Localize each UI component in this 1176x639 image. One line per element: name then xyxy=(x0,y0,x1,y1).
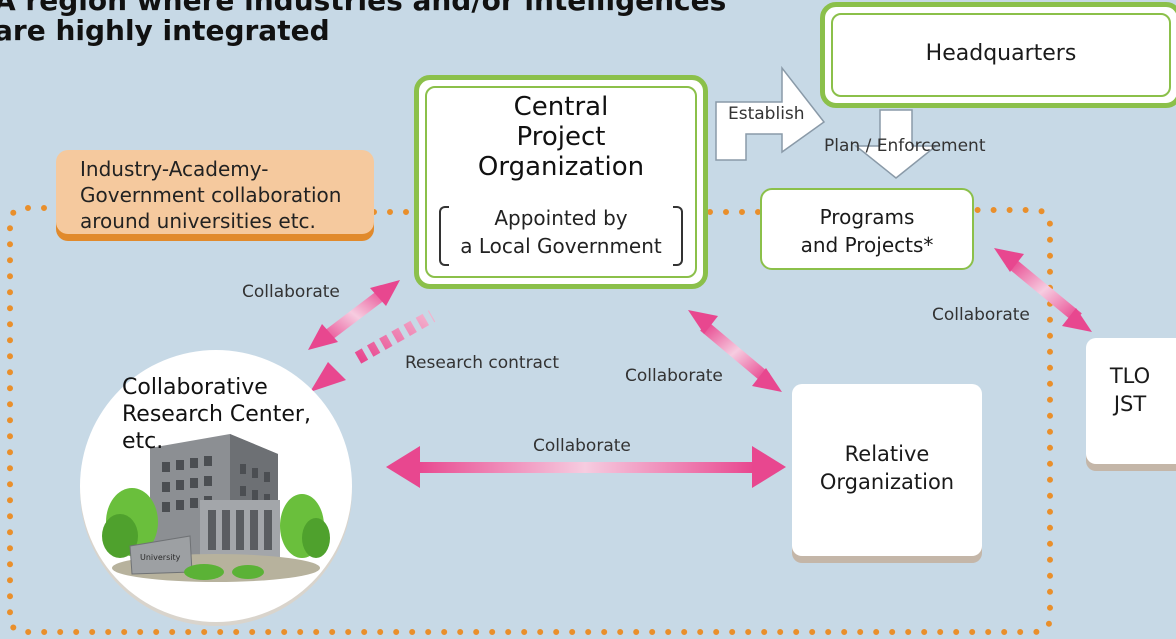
university-building-illustration: University xyxy=(102,434,330,582)
collaborate-right-label: Collaborate xyxy=(932,305,1030,325)
central-project-organization-box: Central Project Organization Appointed b… xyxy=(414,75,708,289)
relative-line-1: Relative xyxy=(844,442,930,466)
programs-line-2: and Projects* xyxy=(800,233,934,257)
title-line-2: are highly integrated xyxy=(0,14,330,47)
central-title: Central Project Organization xyxy=(419,92,703,182)
region-boundary xyxy=(7,205,1053,635)
collaborate-arrow-right xyxy=(994,248,1092,332)
central-sub-line-2: a Local Government xyxy=(460,234,662,258)
collaborate-arrow-left xyxy=(308,280,400,350)
plan-enforcement-label: Plan / Enforcement xyxy=(824,136,986,156)
university-sign: University xyxy=(140,553,181,562)
collaborate-bottom-label: Collaborate xyxy=(533,436,631,456)
research-center-circle: University xyxy=(80,350,352,622)
tlo-line-2: JST xyxy=(1113,392,1147,416)
rc-line-2: Research Center, xyxy=(122,402,311,427)
title-line-1: A region where industries and/or intelli… xyxy=(0,0,727,17)
collaborate-arrow-mid xyxy=(688,310,782,392)
central-title-line-1: Central xyxy=(513,92,609,122)
central-title-line-3: Organization xyxy=(477,152,645,182)
hq-inner-border xyxy=(831,13,1171,97)
research-contract-arrow xyxy=(310,310,436,392)
bracket-right xyxy=(673,206,683,266)
headquarters-box: Headquarters xyxy=(820,2,1176,108)
rc-line-3: etc. xyxy=(122,429,164,454)
central-sub-line-1: Appointed by xyxy=(494,206,628,230)
research-center-label: Collaborative Research Center, etc. xyxy=(122,374,372,455)
plan-enforcement-arrow xyxy=(853,109,939,179)
iag-line-2: Government collaboration xyxy=(80,183,342,207)
rc-line-1: Collaborative xyxy=(122,375,268,400)
programs-projects-box: Programs and Projects* xyxy=(760,188,974,270)
relative-line-2: Organization xyxy=(819,470,955,494)
iag-line-1: Industry-Academy- xyxy=(80,157,269,181)
establish-label: Establish xyxy=(728,104,805,124)
industry-academy-box: Industry-Academy- Government collaborati… xyxy=(56,150,374,234)
collaborate-left-label: Collaborate xyxy=(242,282,340,302)
programs-line-1: Programs xyxy=(819,205,915,229)
collaborate-arrow-bottom xyxy=(386,446,786,488)
page-title: A region where industries and/or intelli… xyxy=(0,0,814,46)
relative-organization-box: Relative Organization xyxy=(792,384,982,556)
central-title-line-2: Project xyxy=(516,122,606,152)
tlo-jst-box: TLO JST xyxy=(1086,338,1176,464)
headquarters-label: Headquarters xyxy=(925,41,1077,66)
establish-arrow xyxy=(715,65,826,161)
central-subtitle: Appointed by a Local Government xyxy=(439,204,683,266)
tlo-line-1: TLO xyxy=(1109,364,1151,388)
bracket-left xyxy=(439,206,449,266)
central-inner-border xyxy=(425,86,697,278)
collaborate-mid-label: Collaborate xyxy=(625,366,723,386)
research-contract-label: Research contract xyxy=(405,353,559,373)
iag-line-3: around universities etc. xyxy=(80,209,316,233)
